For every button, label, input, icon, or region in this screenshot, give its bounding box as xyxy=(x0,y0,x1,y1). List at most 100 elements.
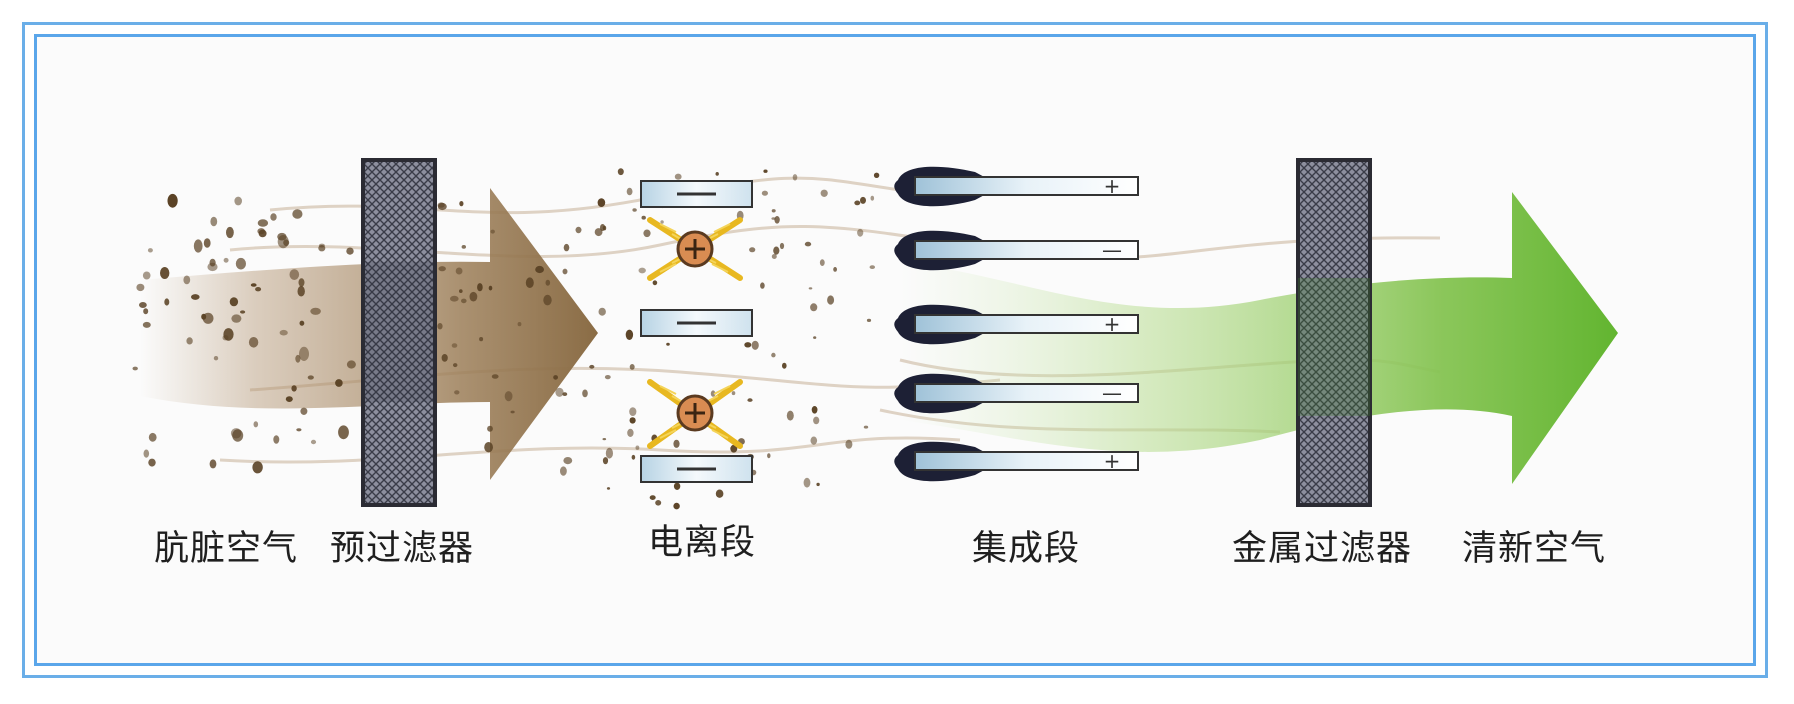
dust-particle xyxy=(731,391,736,396)
dust-particle xyxy=(563,457,573,465)
dust-particle xyxy=(296,428,302,432)
dust-particle xyxy=(253,421,259,428)
dust-particle xyxy=(270,213,277,221)
dust-particle xyxy=(203,238,211,248)
dust-particle xyxy=(562,392,568,396)
dust-particle xyxy=(638,267,646,274)
dust-particle xyxy=(860,196,866,204)
dust-particle xyxy=(749,247,756,253)
dust-particle xyxy=(160,267,170,279)
dust-particle xyxy=(300,407,308,415)
dust-particle xyxy=(310,439,317,445)
collector-plate xyxy=(914,451,1139,471)
dust-particle xyxy=(210,216,218,227)
dust-particle xyxy=(258,229,267,238)
dust-particle xyxy=(810,436,818,445)
dust-particle xyxy=(142,271,151,280)
dust-particle xyxy=(816,482,820,487)
dust-particle xyxy=(730,444,738,453)
dust-particle xyxy=(479,337,484,342)
dust-particle xyxy=(213,356,219,361)
dust-particle xyxy=(833,267,837,272)
collector-plate-icon: + xyxy=(894,441,1139,482)
dust-particle xyxy=(490,229,495,234)
dust-particle xyxy=(649,495,656,500)
collector-plate-icon: — xyxy=(894,373,1139,414)
dust-particle xyxy=(666,342,670,346)
dust-particle xyxy=(827,295,835,305)
dust-particle xyxy=(602,438,607,441)
collector-plate-icon: + xyxy=(894,304,1139,345)
dust-particle xyxy=(453,363,458,368)
dust-particle xyxy=(771,352,776,358)
dust-particle xyxy=(820,189,828,197)
positive-ion-icon xyxy=(647,217,743,281)
dust-particle xyxy=(771,254,777,259)
dust-particle xyxy=(631,454,636,460)
dust-particle xyxy=(148,432,157,442)
dust-particle xyxy=(771,209,776,213)
dust-particle xyxy=(744,342,752,348)
dust-particle xyxy=(813,416,820,425)
dust-particle xyxy=(602,457,609,465)
collector-plate xyxy=(914,383,1139,403)
dust-particle xyxy=(295,354,301,363)
dust-particle xyxy=(632,208,637,212)
collector-plate xyxy=(914,176,1139,196)
dust-particle xyxy=(441,354,448,362)
dust-particle xyxy=(808,287,813,290)
collector-plate xyxy=(914,314,1139,334)
dust-particle xyxy=(673,502,680,510)
dust-particle xyxy=(132,366,138,371)
dust-particle xyxy=(525,277,534,289)
dust-particle xyxy=(594,228,603,237)
dust-particle xyxy=(461,245,466,249)
dust-particle xyxy=(277,235,289,249)
dust-particle xyxy=(291,385,297,392)
dust-particle xyxy=(710,390,716,397)
dust-particle xyxy=(318,245,326,252)
dust-particle xyxy=(652,280,658,286)
dust-particle xyxy=(207,262,218,272)
negative-plate-1 xyxy=(640,180,753,208)
dust-particle xyxy=(222,335,229,341)
metal-filter xyxy=(1296,158,1372,507)
dust-particle xyxy=(589,364,595,369)
dust-particle xyxy=(715,172,719,176)
dust-particle xyxy=(792,174,798,181)
label-metal-filter: 金属过滤器 xyxy=(1232,529,1413,569)
dust-particle xyxy=(563,243,570,252)
dust-particle xyxy=(804,241,812,247)
dust-particle xyxy=(450,295,459,302)
dust-particle xyxy=(674,173,682,180)
dust-particle xyxy=(298,278,305,287)
dust-particle xyxy=(635,445,640,450)
dust-particle xyxy=(231,314,242,323)
dust-particle xyxy=(545,279,551,286)
dust-particle xyxy=(183,275,191,285)
dust-particle xyxy=(605,447,614,459)
dust-particle xyxy=(819,259,825,266)
dust-particle xyxy=(673,439,680,448)
clean-air-arrow xyxy=(900,192,1618,484)
dust-particle xyxy=(761,190,769,196)
dust-particle xyxy=(307,375,314,380)
dust-particle xyxy=(235,257,246,270)
dust-particle xyxy=(488,285,493,291)
dust-particle xyxy=(869,265,875,269)
dust-particles xyxy=(132,168,880,510)
dust-particle xyxy=(143,308,149,315)
dust-particle xyxy=(451,343,458,348)
plate-charge-sign: + xyxy=(1104,174,1121,198)
dust-particle xyxy=(142,321,151,328)
dust-particle xyxy=(655,500,662,506)
dust-particle xyxy=(279,329,288,336)
dust-particle xyxy=(866,318,872,322)
dust-particle xyxy=(484,442,493,453)
dust-particle xyxy=(582,389,588,398)
dust-particle xyxy=(575,226,582,234)
dust-particle xyxy=(786,410,794,421)
dust-particle xyxy=(857,228,864,237)
dust-particle xyxy=(863,425,869,429)
dust-particle xyxy=(597,198,606,208)
